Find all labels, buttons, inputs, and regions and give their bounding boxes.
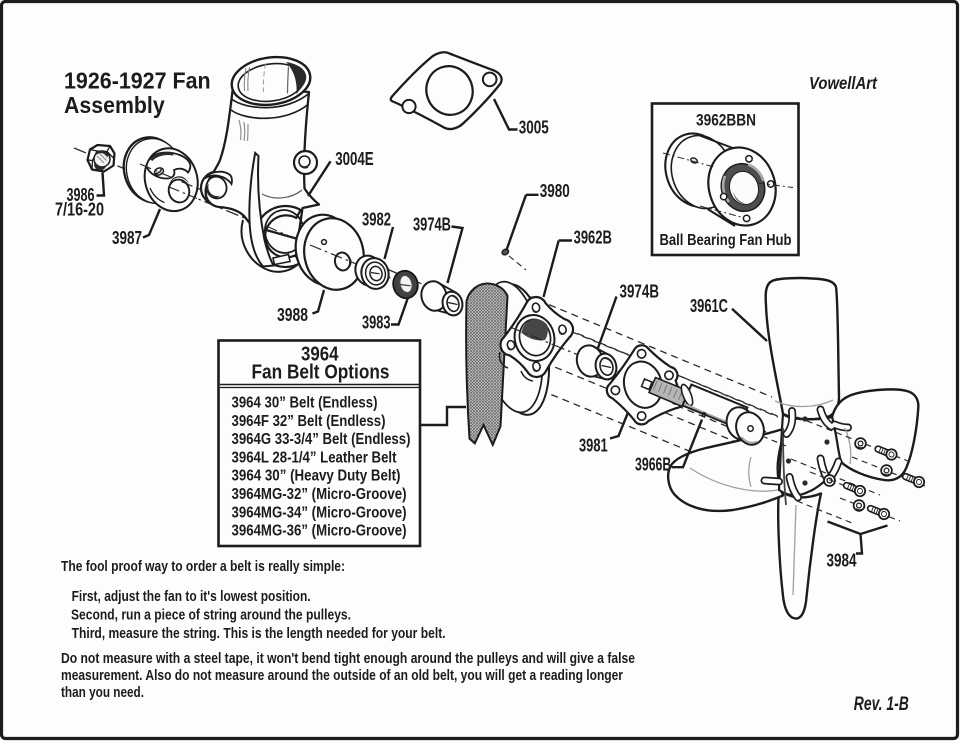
svg-text:3964 30” (Heavy Duty Belt): 3964 30” (Heavy Duty Belt)	[232, 468, 401, 485]
svg-text:VowellArt: VowellArt	[809, 73, 878, 93]
svg-text:3981: 3981	[579, 436, 608, 456]
svg-text:3974B: 3974B	[413, 215, 451, 235]
svg-text:3964 30” Belt (Endless): 3964 30” Belt (Endless)	[232, 395, 378, 412]
svg-text:1926-1927 Fan: 1926-1927 Fan	[64, 67, 211, 93]
svg-text:than you need.: than you need.	[61, 685, 144, 701]
svg-text:3964MG-34” (Micro-Groove): 3964MG-34” (Micro-Groove)	[232, 504, 407, 521]
svg-text:3964L 28-1/4” Leather Belt: 3964L 28-1/4” Leather Belt	[232, 449, 397, 466]
svg-text:3987: 3987	[112, 228, 142, 248]
svg-text:Do not measure with a steel ta: Do not measure with a steel tape, it won…	[61, 651, 635, 667]
svg-text:measurement. Also do not measu: measurement. Also do not measure around …	[61, 668, 623, 684]
svg-text:First, adjust the fan to it's: First, adjust the fan to it's lowest pos…	[72, 589, 311, 605]
svg-text:3982: 3982	[362, 210, 391, 230]
svg-text:Fan Belt Options: Fan Belt Options	[252, 362, 390, 384]
svg-text:3966B: 3966B	[635, 455, 671, 475]
svg-text:3962B: 3962B	[574, 227, 612, 247]
svg-text:3983: 3983	[362, 313, 391, 333]
svg-text:3961C: 3961C	[690, 296, 728, 316]
svg-text:3005: 3005	[519, 118, 549, 138]
svg-text:Rev. 1-B: Rev. 1-B	[854, 694, 909, 715]
svg-text:Third, measure the string. Thi: Third, measure the string. This is the l…	[72, 626, 446, 642]
svg-text:3984: 3984	[827, 551, 857, 571]
svg-text:The fool proof way to order a: The fool proof way to order a belt is re…	[61, 559, 345, 575]
svg-text:3988: 3988	[277, 305, 308, 325]
svg-text:Second, run a piece of string: Second, run a piece of string around the…	[71, 608, 351, 624]
svg-text:3974B: 3974B	[620, 281, 660, 301]
svg-text:3964MG-36” (Micro-Groove): 3964MG-36” (Micro-Groove)	[232, 523, 407, 540]
svg-text:3964MG-32” (Micro-Groove): 3964MG-32” (Micro-Groove)	[232, 486, 407, 503]
svg-text:3004E: 3004E	[335, 149, 374, 169]
svg-text:3964F 32” Belt (Endless): 3964F 32” Belt (Endless)	[232, 413, 386, 430]
svg-text:3964: 3964	[301, 344, 339, 366]
svg-text:Assembly: Assembly	[64, 92, 165, 118]
svg-text:3980: 3980	[540, 181, 570, 201]
svg-text:3986: 3986	[67, 185, 95, 205]
svg-text:7/16-20: 7/16-20	[55, 200, 104, 220]
svg-text:3962BBN: 3962BBN	[696, 111, 756, 130]
svg-text:Ball Bearing Fan Hub: Ball Bearing Fan Hub	[660, 232, 792, 249]
svg-text:3964G 33-3/4” Belt (Endless): 3964G 33-3/4” Belt (Endless)	[232, 431, 411, 448]
